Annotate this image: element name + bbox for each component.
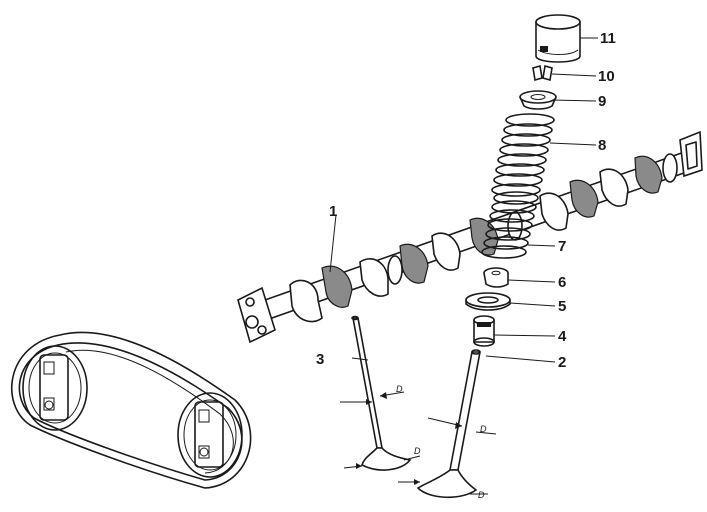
valve-guide-drawing [473,315,495,347]
leader-lines [329,37,598,363]
dimension-letter: D [414,446,421,456]
valve-spring-outer-drawing [491,113,555,197]
callout-number-8: 8 [598,137,606,154]
spring-seat-washer-drawing [465,292,511,311]
dimension-letter: D [480,424,487,434]
callout-number-2: 2 [558,354,566,371]
dimension-letter: D [396,384,403,394]
valve-keepers-drawing [532,64,553,82]
callout-number-7: 7 [558,238,566,255]
timing-belt-drawing [10,331,252,489]
callout-number-4: 4 [558,328,567,345]
spring-retainer-drawing [519,90,557,110]
callout-number-3: 3 [316,351,324,368]
valve-spring-inner-drawing [481,191,539,259]
callout-number-9: 9 [598,93,606,110]
camshaft-drawing [237,130,703,344]
intake-valve-drawing [351,315,412,471]
bucket-tappet-drawing [535,14,581,63]
callout-number-1: 1 [329,203,337,220]
callout-number-11: 11 [600,30,616,47]
valve-stem-seal-drawing [483,267,509,288]
exhaust-valve-drawing [416,349,481,499]
callout-number-10: 10 [598,68,615,85]
callout-number-6: 6 [558,274,566,291]
callout-number-5: 5 [558,298,566,315]
dimension-marks [340,391,497,495]
dimension-letter: D [478,490,485,500]
